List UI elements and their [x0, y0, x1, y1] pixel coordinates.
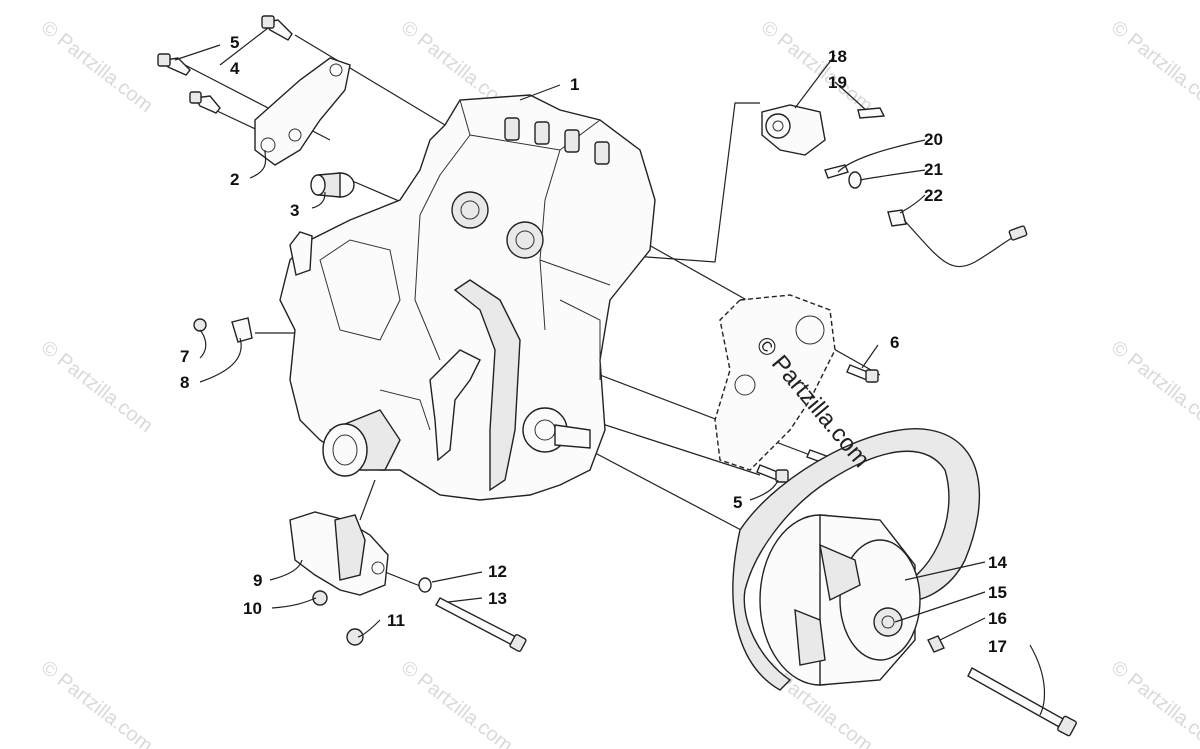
- watermark: © Partzilla.com: [397, 657, 517, 749]
- lower-mount-9: [289, 511, 389, 596]
- callout-3: 3: [290, 201, 299, 220]
- bolt-5-upper: [157, 53, 191, 76]
- clutch-backplate: [714, 294, 836, 471]
- watermark: © Partzilla.com: [37, 17, 157, 117]
- engine-mount-bracket: [254, 57, 351, 166]
- washer-16: [927, 635, 945, 653]
- callout-4: 4: [230, 59, 240, 78]
- callout-20: 20: [924, 130, 943, 149]
- watermark: © Partzilla.com: [37, 657, 157, 749]
- watermark: © Partzilla.com: [1107, 657, 1200, 749]
- clutch-bolt-17: [967, 667, 1077, 737]
- bolt-small-left: [189, 91, 221, 114]
- drive-belt-14: [732, 428, 981, 691]
- screw-19: [857, 107, 886, 119]
- engine-assembly: [279, 94, 656, 501]
- callout-5: 5: [230, 33, 239, 52]
- callout-7: 7: [180, 347, 189, 366]
- callout-16: 16: [988, 609, 1007, 628]
- bolt-5-lower: [756, 464, 789, 483]
- callout-labels: 1 5 4 2 3 7 8 9 10 11 12 13 6 5 18 19 20…: [180, 33, 1007, 656]
- washer-12: [418, 577, 432, 593]
- callout-11: 11: [387, 611, 405, 630]
- clip-8: [231, 317, 253, 343]
- bolt-4: [261, 15, 293, 41]
- mount-bushing: [310, 172, 355, 198]
- bolt-7: [193, 318, 207, 332]
- alignment-lines: [184, 34, 881, 591]
- callout-14: 14: [988, 553, 1007, 572]
- watermark: © Partzilla.com: [37, 337, 157, 437]
- callout-18: 18: [828, 47, 847, 66]
- callout-2: 2: [230, 170, 239, 189]
- sensor-housing-18: [761, 104, 826, 156]
- callout-19: 19: [828, 73, 847, 92]
- callout-6: 6: [890, 333, 899, 352]
- callout-21: 21: [924, 160, 943, 179]
- callout-9: 9: [253, 571, 262, 590]
- drive-clutch-15: [759, 514, 921, 686]
- sensor-cable-22: [887, 209, 1028, 268]
- callout-22: 22: [924, 186, 943, 205]
- clip-21: [848, 171, 862, 189]
- nut-11: [346, 628, 364, 646]
- callout-8: 8: [180, 373, 189, 392]
- bolt-6: [846, 364, 879, 383]
- callout-12: 12: [488, 562, 507, 581]
- callout-17: 17: [988, 637, 1007, 656]
- callout-leaders: [174, 27, 1046, 716]
- callout-5-lower: 5: [733, 493, 742, 512]
- watermark: © Partzilla.com: [1107, 337, 1200, 437]
- bolt-13: [435, 597, 527, 652]
- callout-10: 10: [243, 599, 262, 618]
- nut-10: [312, 590, 328, 606]
- watermark: © Partzilla.com: [1107, 17, 1200, 117]
- watermark: © Partzilla.com: [757, 17, 877, 117]
- watermark-layer: © Partzilla.com © Partzilla.com © Partzi…: [37, 17, 1200, 749]
- callout-13: 13: [488, 589, 507, 608]
- callout-1: 1: [570, 75, 579, 94]
- callout-15: 15: [988, 583, 1007, 602]
